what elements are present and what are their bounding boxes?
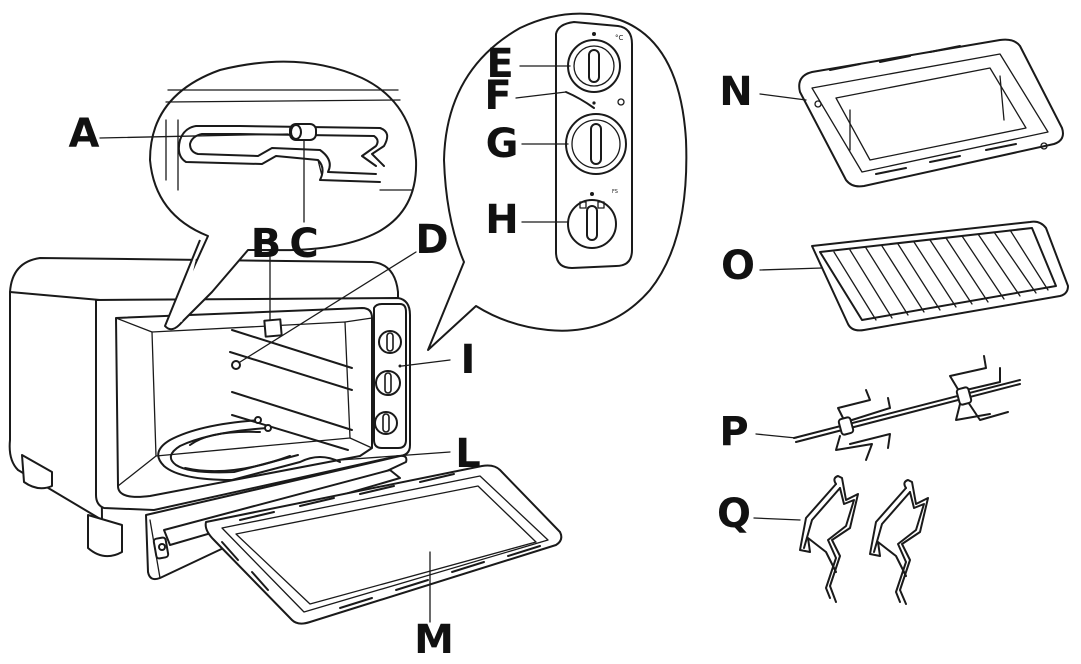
spit-handles-q: [753, 475, 929, 605]
leader-l: [339, 451, 451, 461]
leader-i: [401, 359, 451, 367]
label-q: Q: [716, 491, 751, 537]
leader-d: [239, 251, 417, 363]
label-h: H: [485, 197, 519, 243]
label-d: D: [415, 217, 449, 263]
heating-element-callout: [99, 60, 418, 331]
label-g: G: [485, 121, 519, 167]
unit-label: °C: [615, 34, 624, 42]
label-e: E: [486, 41, 514, 87]
label-m: M: [414, 617, 454, 663]
wire-rack-o: [759, 220, 1069, 332]
label-p: P: [719, 409, 749, 455]
control-panel-callout: °C FS: [427, 12, 688, 351]
rotisserie-spit-p: [755, 355, 1021, 461]
label-i: I: [460, 337, 476, 383]
label-c: C: [289, 221, 319, 267]
label-n: N: [719, 69, 753, 115]
label-b: B: [250, 221, 282, 267]
fn-mark: FS: [612, 189, 618, 195]
baking-tray-m: [204, 464, 563, 625]
label-f: F: [484, 73, 512, 119]
deep-pan-n: [759, 38, 1064, 188]
label-a: A: [68, 111, 100, 157]
oven-body: [8, 257, 411, 558]
label-o: O: [720, 243, 755, 289]
label-l: L: [455, 431, 481, 477]
